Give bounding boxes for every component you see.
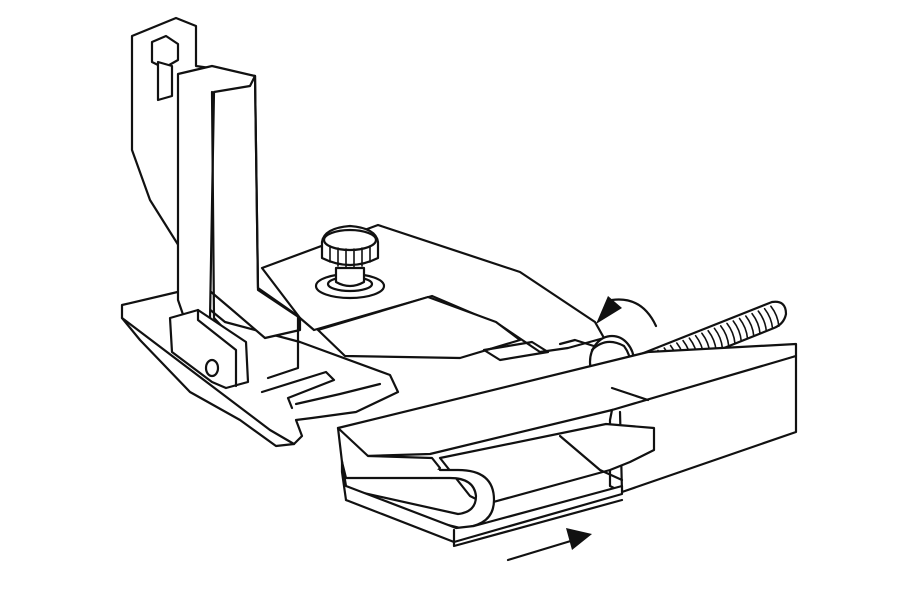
sole-slot (260, 370, 336, 410)
rod-thread-turn (744, 315, 755, 337)
screw-top (322, 228, 378, 252)
shank-back-face (130, 16, 302, 340)
screw-knurl-lines (329, 245, 371, 269)
presser-foot-shank (130, 16, 302, 390)
rod-thread-turn (713, 327, 724, 350)
guide-lower-plate (340, 460, 624, 544)
rod-thread-turn (770, 305, 780, 328)
rod-thread-turn (719, 325, 730, 347)
feed-arrow-shaft (506, 538, 576, 562)
base-plate (260, 223, 606, 362)
rod-thread-turn (726, 322, 736, 345)
toe-ridge (294, 382, 382, 406)
guide-back-lip (610, 386, 650, 402)
pivot-pin (204, 358, 220, 378)
attachment-plate-slot (316, 295, 522, 360)
rotation-arrow-head (596, 296, 622, 324)
shank-notch (150, 34, 180, 70)
shank-notch-lower (156, 60, 174, 102)
rod-thread-turn (763, 307, 774, 330)
heel-block-edge (196, 308, 238, 388)
guide-block (336, 342, 798, 548)
screw-neck (334, 266, 366, 288)
rotation-arrow-arc (610, 298, 658, 328)
rod-thread-turn (751, 312, 761, 335)
guide-lower-edge (452, 498, 624, 548)
channel-inner-line (558, 434, 624, 482)
slot-ledge (482, 340, 550, 362)
rod-thread-turn (732, 320, 743, 342)
rod-thread-turn (757, 310, 768, 332)
slot-ledge-edge (558, 338, 602, 350)
sole-edge (120, 316, 296, 446)
shank-side-edge (253, 74, 300, 380)
feed-direction-arrow (506, 528, 592, 562)
rotation-arrow (596, 296, 658, 328)
feed-arrow-head (566, 528, 592, 550)
thumb-screw (314, 224, 386, 300)
rod-thread-turn (738, 317, 749, 340)
